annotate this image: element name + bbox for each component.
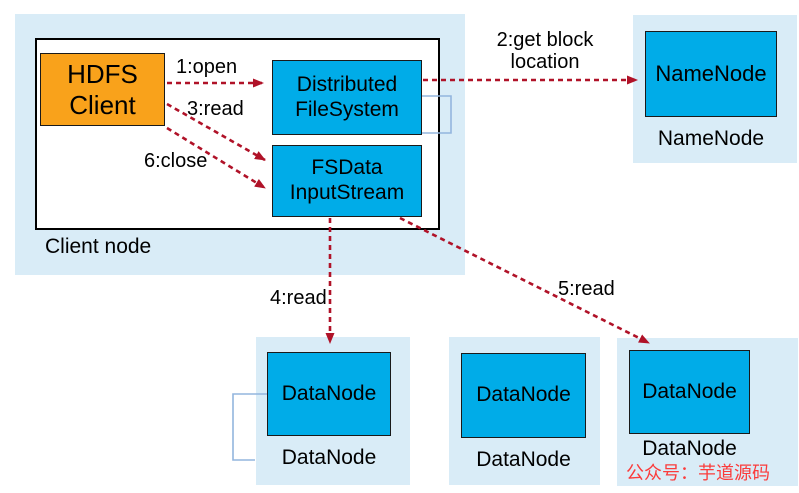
arrow2-label-line2: location	[510, 51, 580, 73]
fsdata-inputstream-label-line1: FSData	[311, 156, 383, 180]
client-node-label: Client node	[45, 235, 152, 258]
namenode-node: NameNode	[645, 31, 777, 117]
arrow2-get-block-location-label: 2:get block location	[484, 29, 606, 73]
arrow5-read-label: 5:read	[558, 278, 615, 300]
distributed-filesystem-label-line2: FileSystem	[295, 97, 399, 121]
datanode1-caption: DataNode	[281, 446, 377, 469]
fsdata-inputstream-node: FSData InputStream	[272, 145, 422, 217]
hdfs-client-label-line2: Client	[69, 89, 136, 120]
datanode3-node: DataNode	[629, 350, 750, 434]
distributed-filesystem-node: Distributed FileSystem	[272, 60, 422, 135]
datanode1-label: DataNode	[281, 381, 377, 405]
arrow2-label-line1: 2:get block	[496, 29, 594, 51]
datanode2-node: DataNode	[461, 353, 586, 438]
namenode-caption: NameNode	[657, 127, 765, 150]
arrow3-read-label: 3:read	[187, 98, 244, 120]
arrow4-read-label: 4:read	[270, 287, 327, 309]
arrow1-open-label: 1:open	[176, 56, 238, 78]
datanode2-caption: DataNode	[476, 448, 571, 471]
watermark-text: 公众号：芋道源码	[626, 463, 770, 484]
hdfs-client-label-line1: HDFS	[67, 58, 138, 89]
distributed-filesystem-label-line1: Distributed	[296, 72, 398, 96]
datanode3-caption: DataNode	[642, 437, 737, 460]
datanode2-label: DataNode	[476, 383, 571, 407]
hdfs-client-node: HDFS Client	[40, 53, 165, 126]
namenode-label: NameNode	[655, 61, 767, 87]
datanode3-label: DataNode	[642, 379, 737, 403]
fsdata-inputstream-label-line2: InputStream	[289, 181, 405, 204]
arrow6-close-label: 6:close	[144, 150, 208, 172]
datanode1-node: DataNode	[267, 352, 391, 436]
